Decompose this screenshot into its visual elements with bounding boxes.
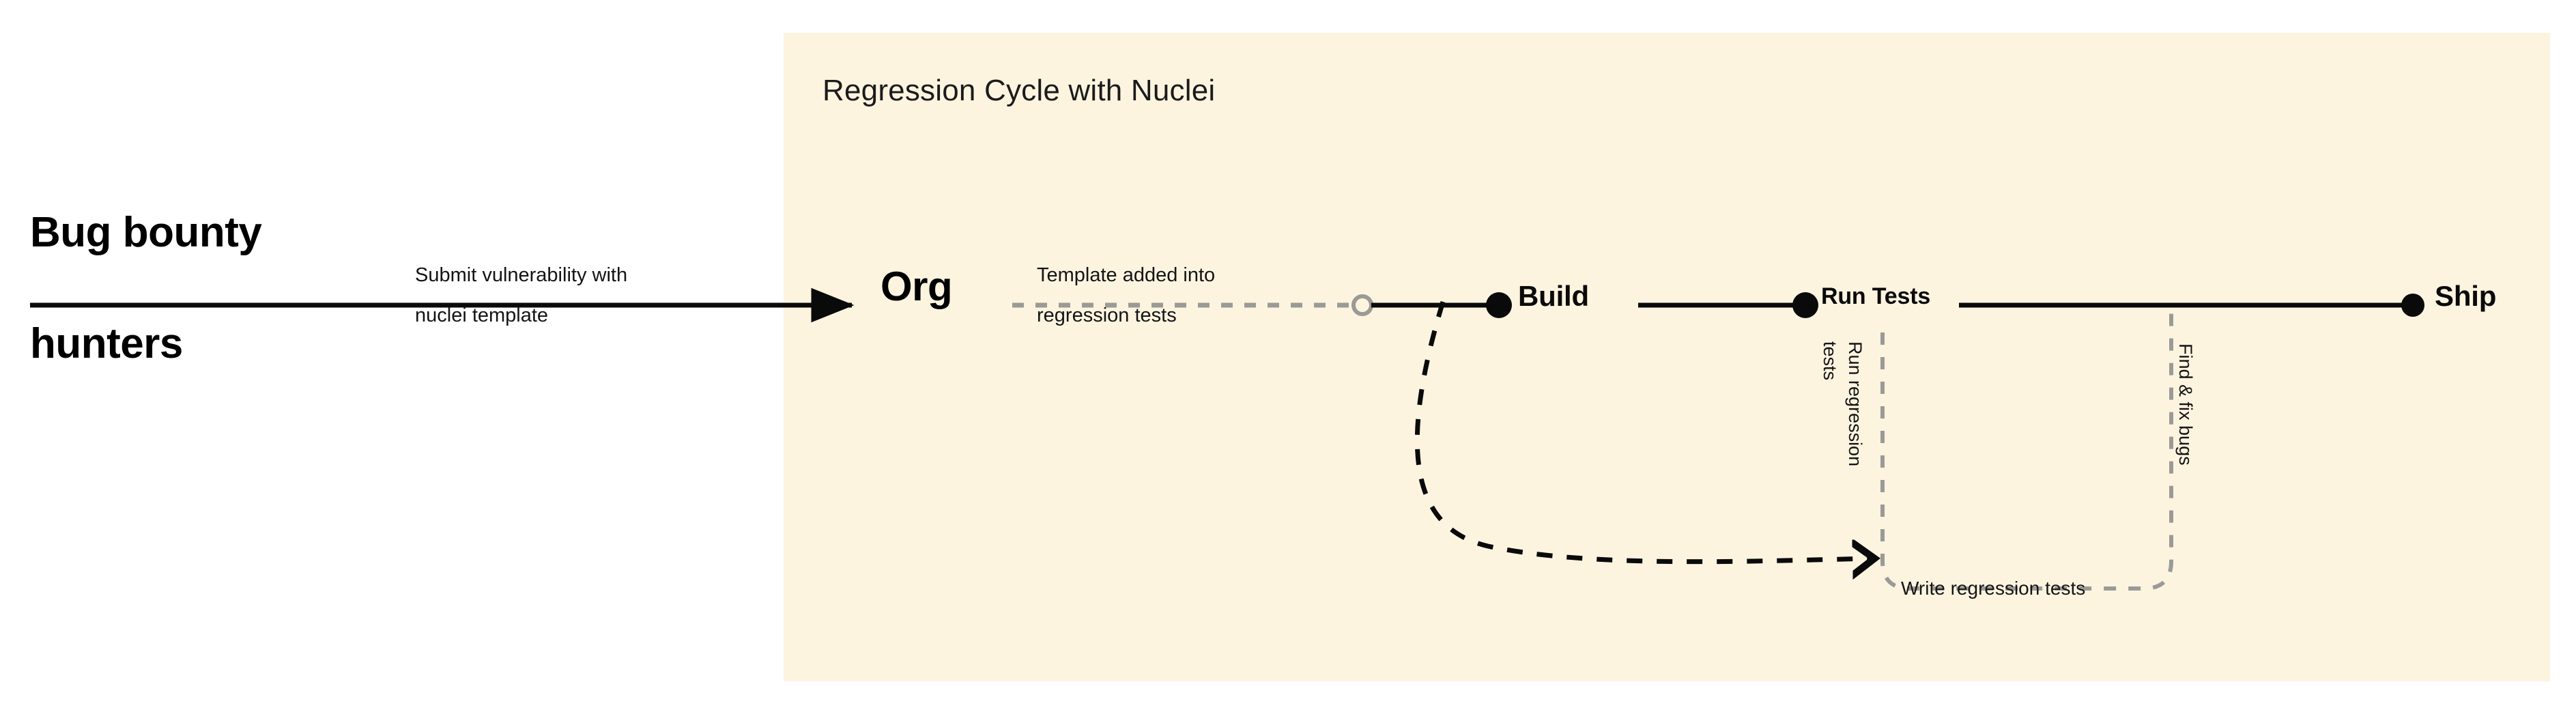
run-regression-tests-label-line2: tests: [1820, 341, 1840, 381]
run-tests-node-label: Run Tests: [1821, 283, 1931, 309]
template-added-edge-label: Template added into regression tests: [1037, 255, 1215, 337]
submit-vulnerability-edge-label-line2: nuclei template: [415, 304, 549, 327]
write-regression-tests-label: Write regression tests: [1901, 578, 2086, 599]
regression-cycle-panel: [784, 33, 2550, 681]
build-node-label: Build: [1518, 280, 1589, 312]
ship-node-label: Ship: [2435, 280, 2497, 312]
submit-vulnerability-edge-label-line1: Submit vulnerability with: [415, 264, 628, 286]
actor-name-line1: Bug bounty: [30, 209, 262, 256]
org-node-label: Org: [881, 264, 953, 309]
find-and-fix-bugs-label: Find & fix bugs: [2175, 343, 2196, 466]
template-added-edge-label-line2: regression tests: [1037, 304, 1177, 327]
template-added-edge-label-line1: Template added into: [1037, 264, 1216, 286]
submit-vulnerability-edge-label: Submit vulnerability with nuclei templat…: [415, 255, 770, 337]
page-title: Regression Cycle with Nuclei: [822, 74, 1216, 107]
run-regression-tests-label-line1: Run regression: [1845, 341, 1865, 467]
actor-name-line2: hunters: [30, 320, 183, 367]
